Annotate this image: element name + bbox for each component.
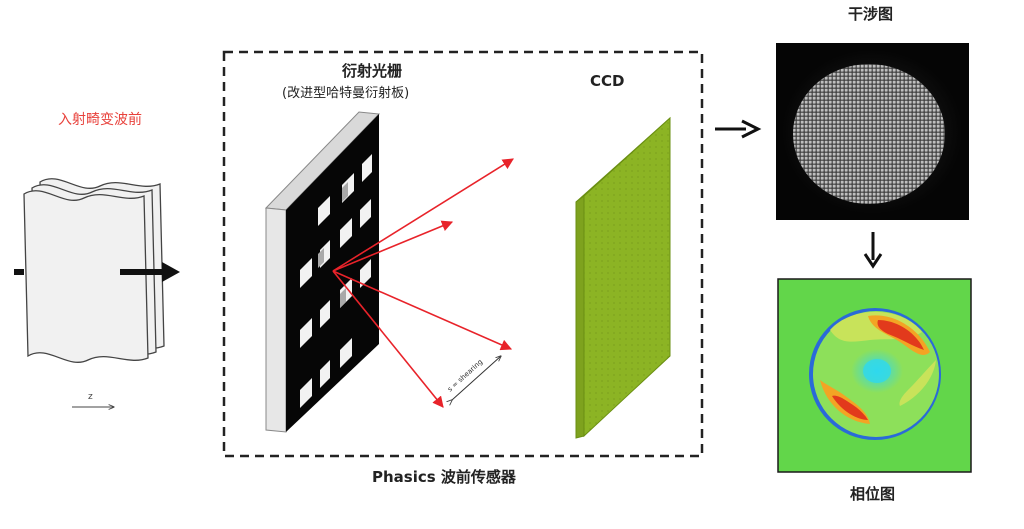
grating-title: 衍射光栅	[341, 62, 402, 80]
interferogram-title: 干涉图	[848, 5, 893, 23]
phase-map-title: 相位图	[850, 485, 895, 503]
distorted-wavefront-sheets	[23, 178, 165, 363]
incident-wavefront-label: 入射畸变波前	[58, 111, 142, 128]
arrow-down-icon	[863, 253, 883, 269]
axis-z-label: z	[88, 392, 93, 402]
ccd-label: CCD	[590, 72, 624, 90]
shearing-annotation: s = shearing	[446, 356, 501, 400]
sensor-name-label: Phasics 波前传感器	[372, 468, 517, 486]
interferogram-image	[776, 43, 969, 220]
arrow-right-icon	[162, 262, 180, 282]
phase-map-image	[777, 278, 972, 473]
sensor-enclosure	[222, 50, 704, 458]
diffraction-grating	[264, 111, 381, 433]
arrow-right-icon	[741, 119, 762, 139]
ccd-detector	[575, 116, 671, 439]
grating-subtitle: (改进型哈特曼衍射板)	[282, 85, 409, 101]
diffracted-rays	[332, 158, 514, 408]
